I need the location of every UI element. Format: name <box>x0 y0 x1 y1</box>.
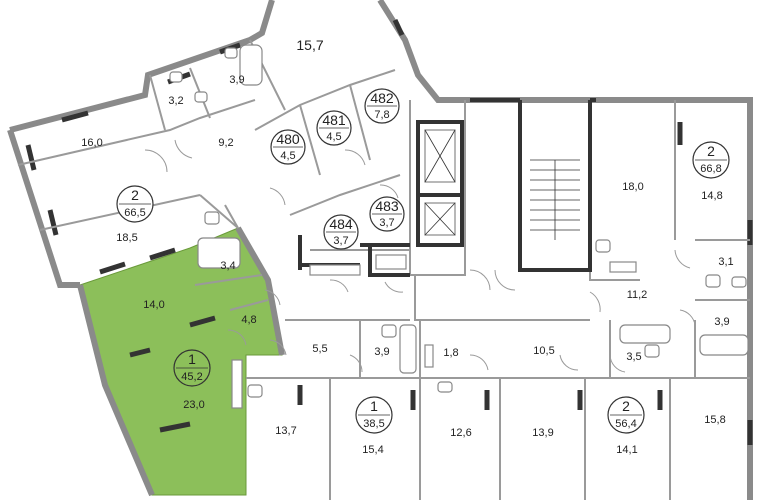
apartment-badge[interactable]: 1 38,5 <box>355 396 393 434</box>
room-area-label: 9,2 <box>218 137 233 149</box>
svg-text:481: 481 <box>322 112 346 128</box>
staircase <box>530 159 580 240</box>
svg-text:480: 480 <box>276 131 300 147</box>
room-area-label: 15,4 <box>362 444 383 456</box>
room-area-label: 4,8 <box>241 314 256 326</box>
svg-text:45,2: 45,2 <box>181 371 202 383</box>
room-area-label: 3,2 <box>168 95 183 107</box>
apartment-badge[interactable]: 2 66,8 <box>692 141 730 179</box>
room-area-label: 3,1 <box>718 256 733 268</box>
windows <box>25 18 753 445</box>
svg-text:484: 484 <box>329 216 353 232</box>
room-area-label: 13,9 <box>532 427 553 439</box>
room-area-label: 3,9 <box>374 346 389 358</box>
svg-text:482: 482 <box>370 90 394 106</box>
svg-text:1: 1 <box>188 351 196 367</box>
storage-badge[interactable]: 480 4,5 <box>270 129 306 165</box>
svg-text:1: 1 <box>370 398 378 414</box>
room-area-label: 14,0 <box>143 299 164 311</box>
room-area-label: 11,2 <box>627 289 648 301</box>
room-area-label: 5,5 <box>312 343 327 355</box>
svg-text:4,5: 4,5 <box>326 131 341 143</box>
svg-text:2: 2 <box>622 398 630 414</box>
svg-text:66,8: 66,8 <box>700 163 721 175</box>
svg-text:66,5: 66,5 <box>124 207 145 219</box>
svg-text:4,5: 4,5 <box>280 150 295 162</box>
room-area-label: 18,0 <box>622 181 643 193</box>
room-area-label: 10,5 <box>533 345 554 357</box>
svg-text:2: 2 <box>707 143 715 159</box>
apartment-badge[interactable]: 1 45,2 <box>173 349 211 387</box>
room-area-label: 13,7 <box>275 425 296 437</box>
svg-text:56,4: 56,4 <box>615 418 636 430</box>
apartment-badge[interactable]: 2 66,5 <box>116 185 154 223</box>
room-area-label: 12,6 <box>450 427 471 439</box>
storage-badge[interactable]: 481 4,5 <box>316 110 352 146</box>
outer-walls <box>7 0 753 500</box>
room-area-label: 23,0 <box>183 399 204 411</box>
room-labels: 15,7 3,9 3,2 16,0 9,2 18,5 3,4 14,0 4,8 … <box>81 37 733 456</box>
room-area-label: 3,9 <box>229 74 244 86</box>
svg-text:38,5: 38,5 <box>363 418 384 430</box>
room-area-label: 3,5 <box>626 351 641 363</box>
apartment-badge[interactable]: 2 56,4 <box>607 396 645 434</box>
svg-text:3,7: 3,7 <box>379 217 394 229</box>
svg-text:3,7: 3,7 <box>333 235 348 247</box>
svg-text:2: 2 <box>131 187 139 203</box>
storage-badge[interactable]: 484 3,7 <box>323 214 359 250</box>
svg-text:7,8: 7,8 <box>374 109 389 121</box>
room-area-label: 15,7 <box>296 37 323 53</box>
room-area-label: 18,5 <box>116 232 137 244</box>
room-area-label: 1,8 <box>443 347 458 359</box>
room-area-label: 15,8 <box>704 414 725 426</box>
room-area-label: 16,0 <box>81 137 102 149</box>
apartment-badges: 2 66,5 1 45,2 1 38,5 2 56,4 2 66,8 <box>116 88 730 434</box>
room-area-label: 3,9 <box>714 316 729 328</box>
room-area-label: 3,4 <box>220 260 235 272</box>
storage-badge[interactable]: 482 7,8 <box>364 88 400 124</box>
svg-text:483: 483 <box>375 198 399 214</box>
fixtures <box>169 44 749 409</box>
room-area-label: 14,8 <box>701 190 722 202</box>
room-area-label: 14,1 <box>616 444 637 456</box>
storage-badge[interactable]: 483 3,7 <box>369 196 405 232</box>
doors <box>144 139 696 373</box>
